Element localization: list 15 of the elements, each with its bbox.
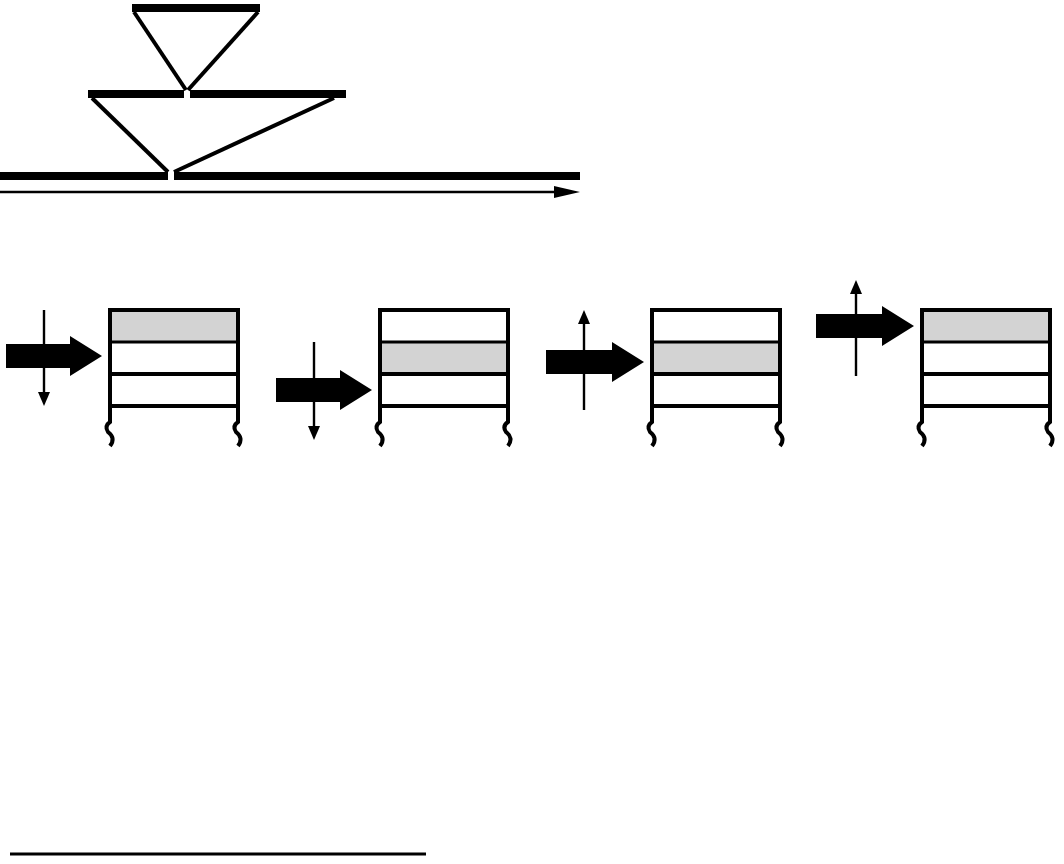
strut-line (90, 96, 170, 174)
strut-line (173, 96, 335, 174)
thick-arrow (276, 370, 372, 410)
shelf-rack (650, 308, 782, 448)
beam-bar (88, 90, 346, 98)
beam-bar (132, 4, 260, 12)
thick-arrow (546, 342, 644, 382)
shelf-rack (920, 308, 1052, 448)
shelf-rack (108, 308, 240, 448)
shelf-rack (378, 308, 510, 448)
strut-line (186, 10, 260, 92)
strut-line (132, 10, 188, 92)
beam-bar (0, 172, 580, 180)
thick-arrow (6, 336, 102, 376)
thick-arrow (816, 306, 914, 346)
